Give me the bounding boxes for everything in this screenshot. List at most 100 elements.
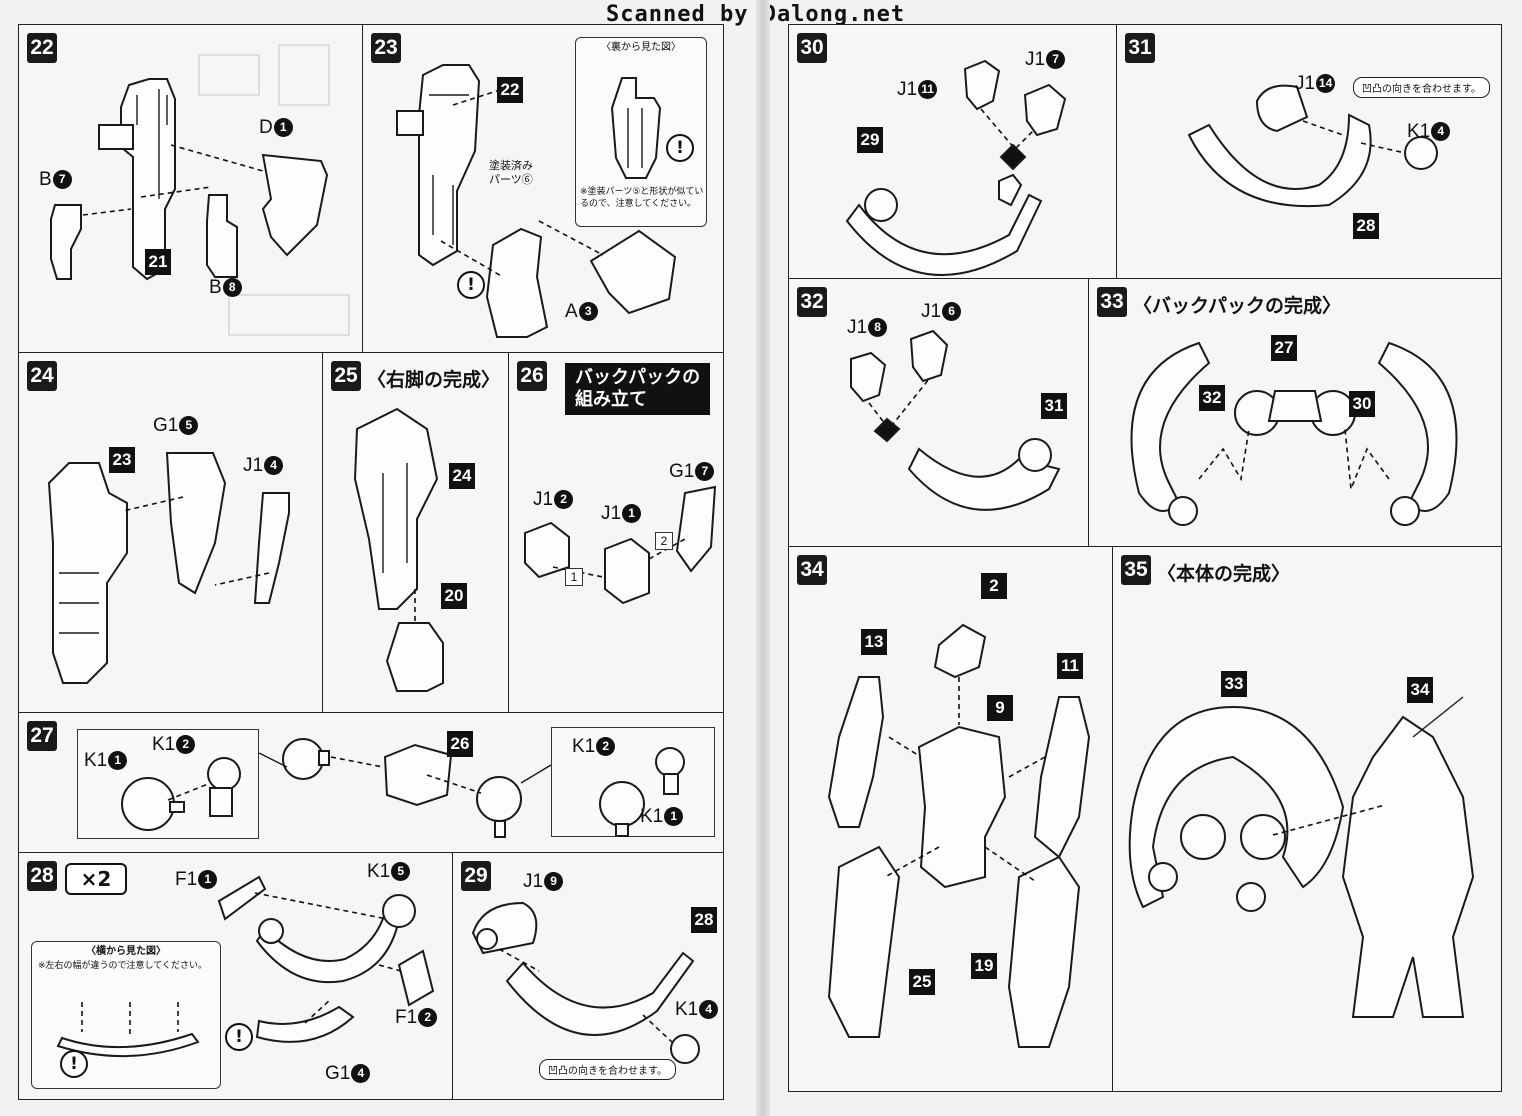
step-number: 32: [797, 287, 827, 317]
part-ref-13: 13: [861, 629, 887, 655]
step-33-title: 〈バックパックの完成〉: [1133, 296, 1342, 317]
step-number: 30: [797, 33, 827, 63]
assembly-order-1: 1: [565, 565, 583, 587]
alignment-note: 凹凸の向きを合わせます。: [539, 1059, 676, 1080]
step-number: 29: [461, 861, 491, 891]
step-number: 22: [27, 33, 57, 63]
step-23-drawing: [396, 64, 677, 338]
step-25-panel: 25 〈右脚の完成〉 24 20: [322, 352, 510, 714]
part-ref-24: 24: [449, 463, 475, 489]
step-number: 34: [797, 555, 827, 585]
side-view-inset: 〈横から見た図〉 ※左右の幅が違うので注意してください。 !: [31, 941, 221, 1089]
step-number: 31: [1125, 33, 1155, 63]
step-33-drawing: [1130, 341, 1458, 526]
step-34-panel: 34 2 13 11 9 25 19: [788, 546, 1114, 1092]
part-ref-32: 32: [1199, 385, 1225, 411]
page-spine: [756, 0, 770, 1116]
step-number: 28: [27, 861, 57, 891]
part-ref-33: 33: [1221, 671, 1247, 697]
part-ref-21: 21: [145, 249, 171, 275]
side-view-note: ※左右の幅が違うので注意してください。: [38, 961, 208, 971]
step-29-drawing: [471, 901, 700, 1064]
part-ref-29: 29: [857, 127, 883, 153]
part-ref-28: 28: [691, 907, 717, 933]
step-28-drawing: [217, 875, 435, 1043]
step-number: 33: [1097, 287, 1127, 317]
back-view-title: 〈裏から見た図〉: [601, 42, 681, 53]
back-view-note: ※塗装パーツ⑤と形状が似ているので、注意してください。: [580, 187, 704, 209]
step-26-drawing: [524, 485, 717, 605]
step-34-drawing: [827, 623, 1091, 1048]
part-ref-19: 19: [971, 953, 997, 979]
part-ref-22: 22: [497, 77, 523, 103]
part-ref-34: 34: [1407, 677, 1433, 703]
step-31-drawing: [1187, 84, 1438, 208]
step-number: 26: [517, 361, 547, 391]
part-ref-27: 27: [1271, 335, 1297, 361]
side-view-title: 〈横から見た図〉: [86, 946, 166, 957]
assembly-order-2: 2: [655, 529, 673, 551]
part-ref-11: 11: [1057, 653, 1083, 679]
step-26-title: バックパックの 組み立て: [565, 363, 711, 415]
step-35-drawing: [1128, 696, 1475, 1018]
part-ref-25: 25: [909, 969, 935, 995]
step-number: 27: [27, 721, 57, 751]
step-25-title: 〈右脚の完成〉: [367, 370, 501, 391]
part-ref-20: 20: [441, 583, 467, 609]
step-30-drawing: [845, 59, 1067, 276]
alignment-note: 凹凸の向きを合わせます。: [1353, 77, 1490, 98]
step-25-drawing: [353, 407, 444, 692]
back-view-inset: 〈裏から見た図〉 ! ※塗装パーツ⑤と形状が似ているので、注意してください。: [575, 37, 707, 227]
part-ref-9: 9: [987, 695, 1013, 721]
caution-icon: !: [666, 134, 694, 162]
step-35-panel: 35 〈本体の完成〉 33 34: [1112, 546, 1502, 1092]
caution-icon: !: [457, 271, 485, 299]
part-ref-28: 28: [1353, 213, 1379, 239]
part-ref-2: 2: [981, 573, 1007, 599]
step-27-drawing: [258, 738, 552, 838]
step-number: 24: [27, 361, 57, 391]
part-ref-31: 31: [1041, 393, 1067, 419]
caution-icon: !: [225, 1023, 253, 1051]
watermark: Scanned by Dalong.net: [606, 2, 906, 27]
quantity-badge: ×2: [65, 863, 127, 895]
step-number: 35: [1121, 555, 1151, 585]
step-number: 23: [371, 33, 401, 63]
part-ref-26: 26: [447, 731, 473, 757]
step-35-title: 〈本体の完成〉: [1157, 564, 1291, 585]
part-ref-23: 23: [109, 447, 135, 473]
step-22-drawing: [50, 44, 350, 336]
step-32-drawing: [850, 329, 1061, 511]
